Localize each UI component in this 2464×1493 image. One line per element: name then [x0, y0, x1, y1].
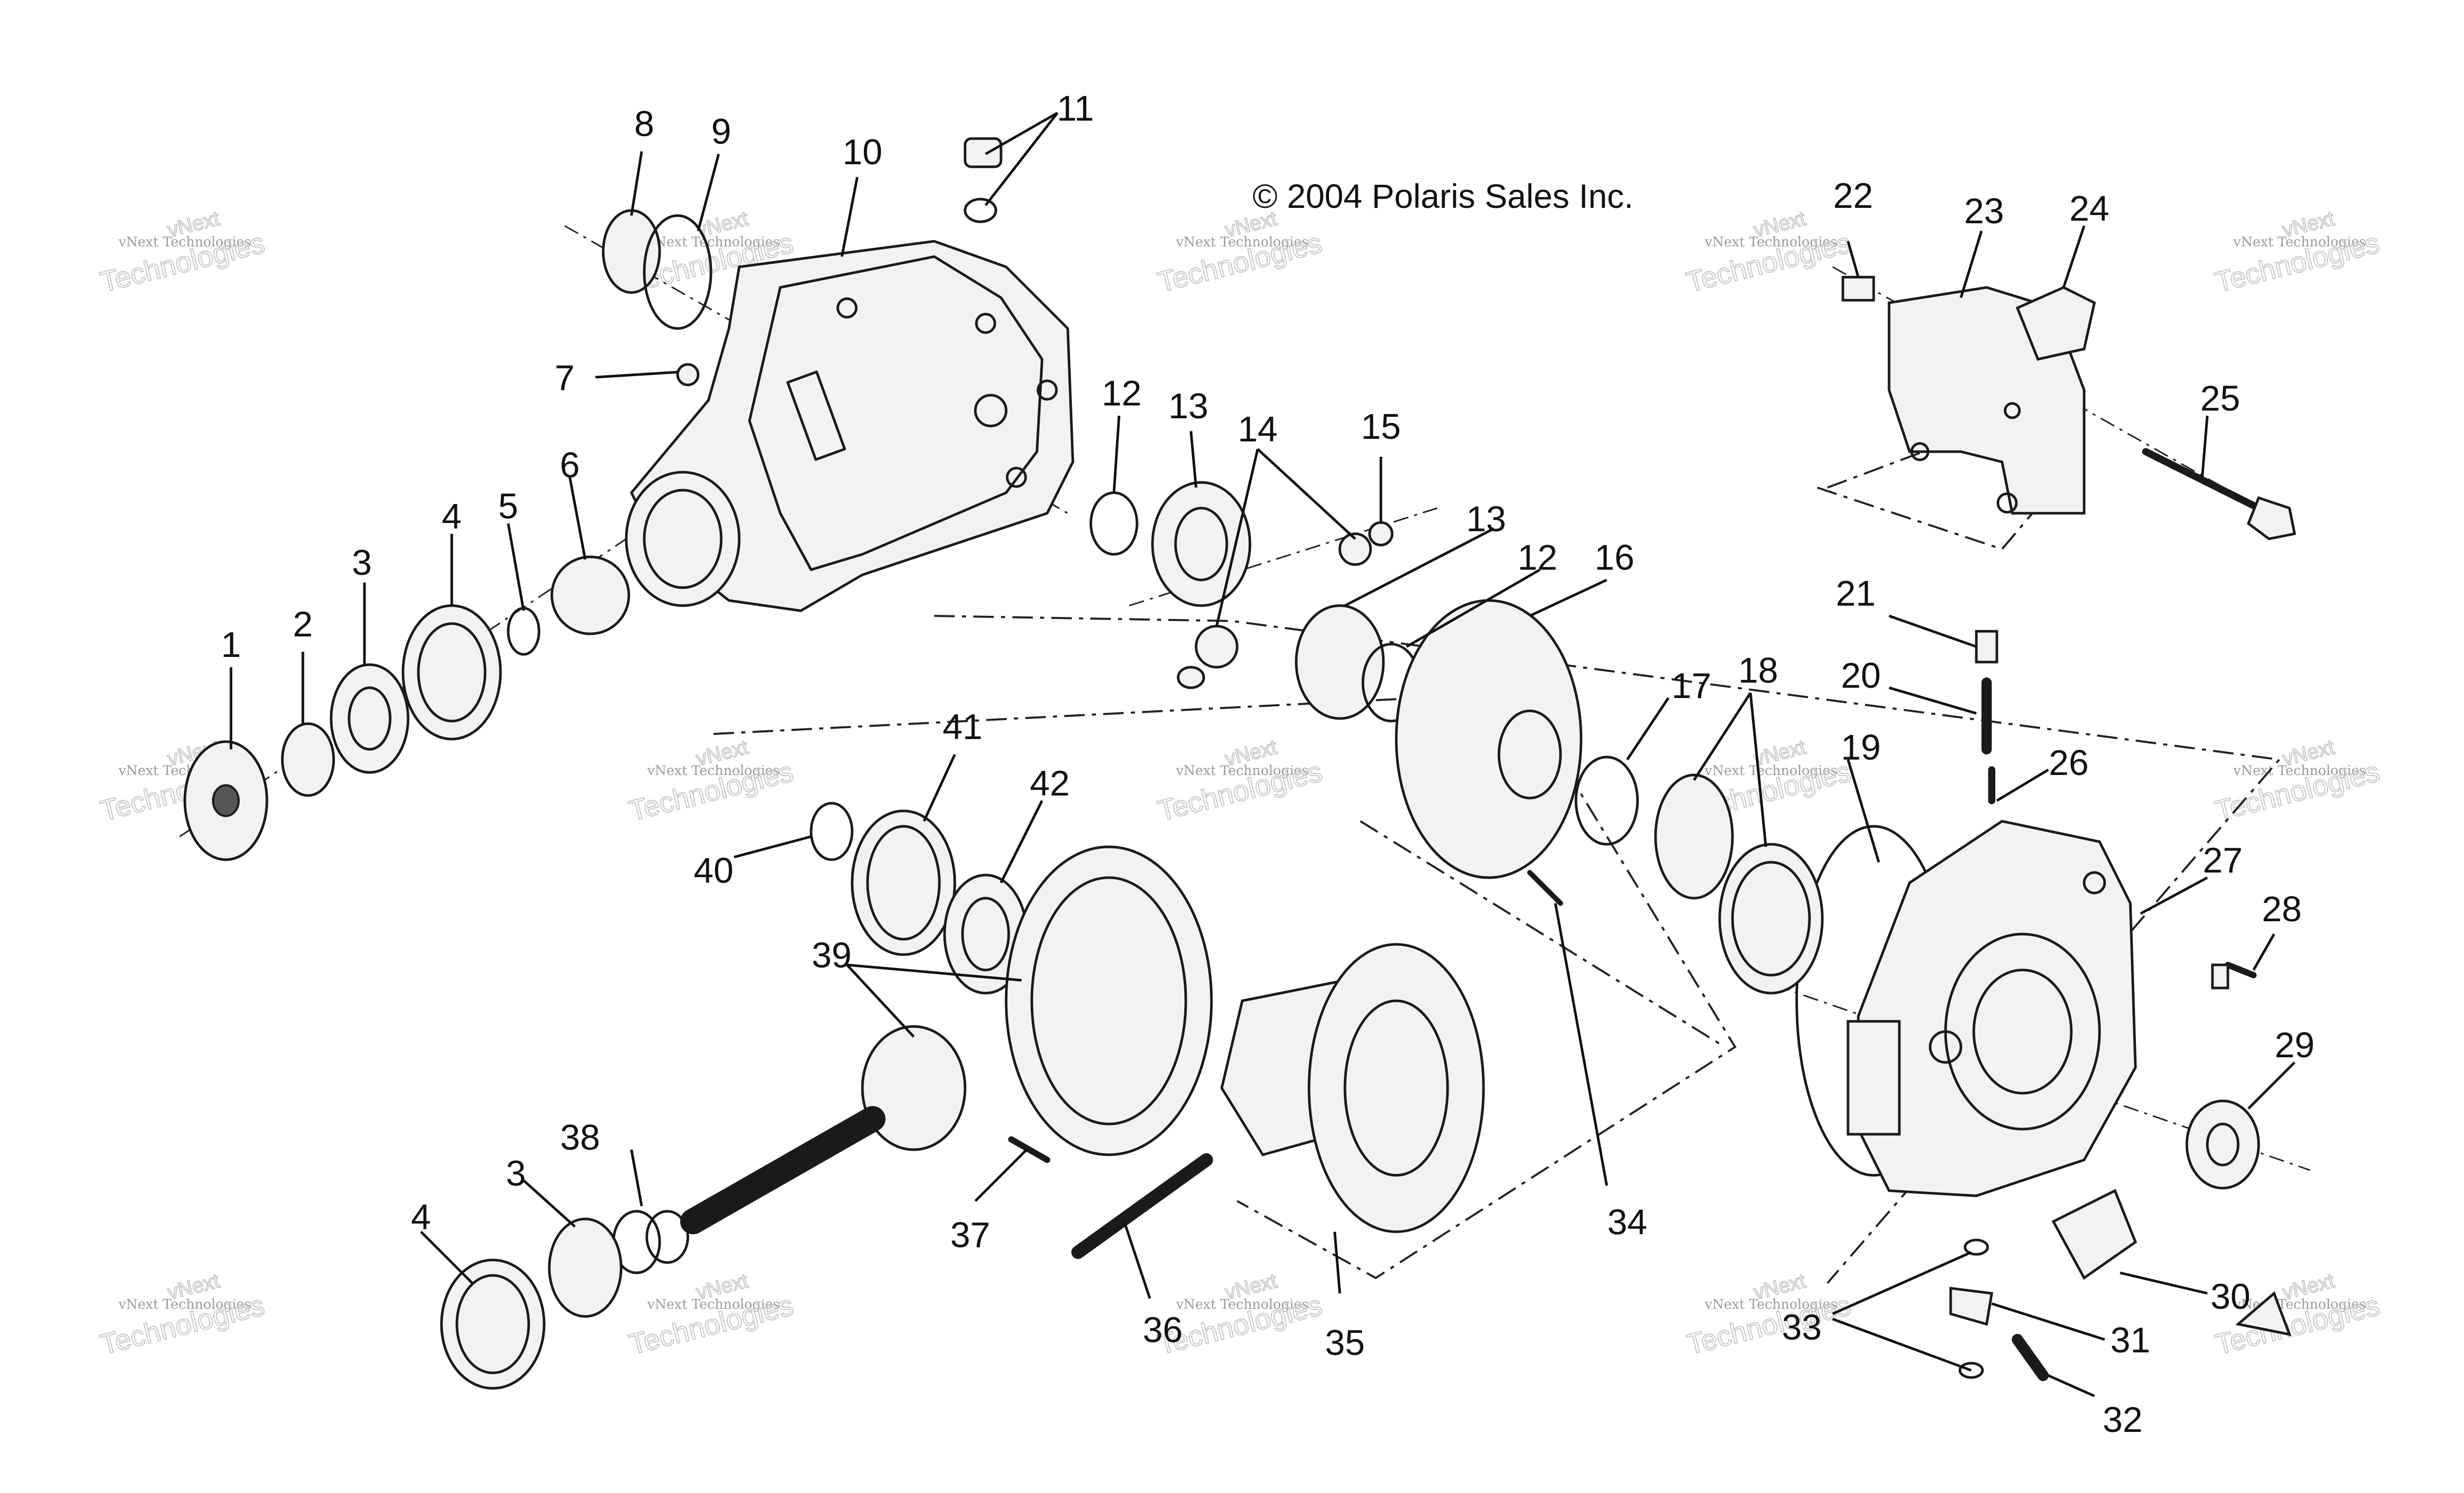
watermark-text: vNext Technologies [1176, 1297, 1308, 1312]
callout-number: 7 [555, 358, 575, 398]
watermark-text: vNext Technologies [647, 1297, 780, 1312]
bracket-bolt [2142, 448, 2296, 540]
callout-number: 32 [2103, 1400, 2143, 1440]
shift-components [1949, 630, 2292, 1381]
watermark-text: vNext Technologies [1176, 763, 1308, 779]
copyright-text: © 2004 Polaris Sales Inc. [1253, 177, 1633, 215]
callout-number: 8 [634, 104, 654, 144]
input-shaft-components [183, 137, 1003, 861]
callout-number: 6 [560, 445, 580, 485]
callout-number: 5 [498, 486, 518, 526]
callout-number: 3 [352, 542, 372, 583]
ring-gear-and-carrier [810, 802, 1485, 1259]
gear-case-housing [625, 240, 1074, 612]
mounting-bracket [1888, 286, 2096, 515]
callout-number: 10 [842, 132, 882, 172]
callout-number: 29 [2275, 1025, 2315, 1065]
callout-number: 12 [1102, 373, 1142, 413]
watermark-text: vNext Technologies [1704, 763, 1837, 779]
callout-number: 35 [1325, 1323, 1365, 1363]
watermark-text: vNext Technologies [647, 763, 780, 779]
callout-number: 30 [2210, 1276, 2250, 1316]
callout-number: 22 [1833, 176, 1873, 216]
nut [1841, 276, 1875, 302]
callout-number: 34 [1607, 1202, 1647, 1242]
watermark-text: vNext Technologies [118, 1297, 251, 1312]
callout-number: 15 [1361, 406, 1401, 447]
watermark-text: vNext Technologies [1176, 235, 1308, 250]
watermark-text: vNext Technologies [1704, 235, 1837, 250]
callout-number: 19 [1841, 727, 1881, 767]
callout-number: 11 [1057, 88, 1094, 128]
callout-number: 23 [1964, 191, 2004, 231]
differential-gears [1089, 481, 1824, 995]
callout-number: 9 [711, 111, 732, 151]
callout-number: 33 [1782, 1307, 1822, 1347]
callout-number: 36 [1143, 1310, 1183, 1350]
callout-number: 2 [293, 604, 313, 644]
callout-number: 39 [812, 935, 852, 975]
watermark-text: vNext Technologies [118, 235, 251, 250]
callout-number: 25 [2200, 378, 2240, 418]
callout-number: 4 [411, 1197, 431, 1237]
callout-leaders [229, 111, 2296, 1398]
callout-number: 18 [1738, 650, 1778, 690]
callout-number: 37 [950, 1215, 990, 1255]
watermark-text: vNext Technologies [1704, 1297, 1837, 1312]
watermark-text: vNext Technologies [2233, 235, 2366, 250]
callout-number: 21 [1836, 573, 1876, 613]
callout-number: 4 [442, 496, 462, 536]
callout-number: 14 [1238, 409, 1278, 449]
callout-number: 28 [2262, 889, 2302, 929]
callout-number: 13 [1168, 386, 1208, 426]
watermark-text: vNext Technologies [2233, 763, 2366, 779]
callout-number: 20 [1841, 655, 1881, 695]
callout-number: 1 [221, 625, 241, 665]
callout-number: 26 [2049, 743, 2089, 783]
callout-number: 42 [1030, 763, 1070, 803]
callout-number: 13 [1466, 499, 1506, 539]
callout-number: 3 [506, 1153, 526, 1193]
callout-number: 17 [1671, 666, 1711, 706]
callout-number: 16 [1594, 537, 1634, 577]
callout-number: 12 [1517, 537, 1557, 577]
callout-number: 27 [2203, 840, 2243, 880]
callout-number: 40 [694, 850, 734, 890]
watermark-text: vNext Technologies [647, 235, 780, 250]
pinion-shaft [440, 1025, 967, 1390]
callout-number: 31 [2110, 1320, 2150, 1360]
callout-number: 24 [2069, 188, 2109, 228]
gear-case-cover [1795, 820, 2137, 1197]
callout-number: 38 [560, 1117, 600, 1157]
callout-number: 41 [942, 707, 983, 747]
